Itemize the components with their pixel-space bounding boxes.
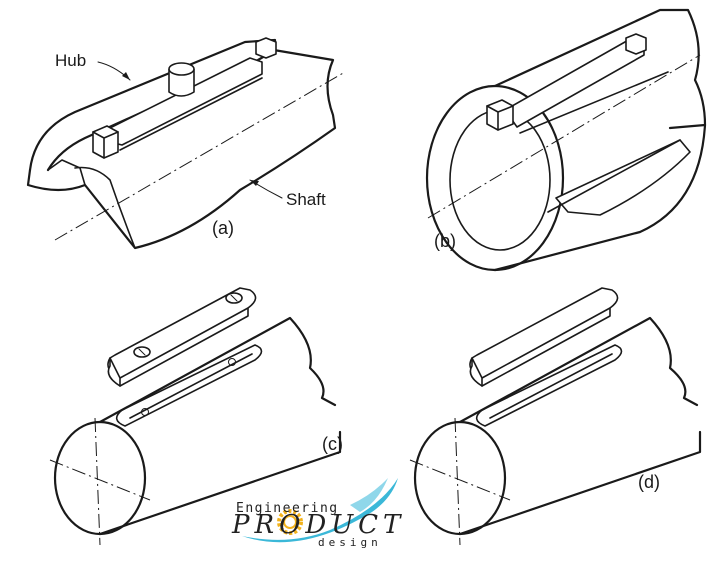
centre-line-c-v <box>94 417 101 546</box>
logo-line-1: Engineering <box>236 501 339 516</box>
centre-line-d-v <box>454 417 461 546</box>
screw-hole-back <box>228 358 236 366</box>
hub-bore <box>449 109 551 251</box>
hub-lower-section <box>555 139 691 216</box>
shaft-body-c <box>98 316 342 536</box>
caption-d: (d) <box>638 472 660 492</box>
figure-c: (c) <box>49 287 343 546</box>
shaft-label: Shaft <box>286 190 326 209</box>
keyway-d <box>475 344 623 427</box>
key-d <box>469 287 619 379</box>
figure-a: Hub Shaft (a) <box>26 37 346 250</box>
figure-d: (d) <box>409 287 702 546</box>
centre-line-c-h <box>49 459 151 501</box>
shaft-body-d <box>458 316 702 536</box>
hub-outer-shell <box>493 8 707 130</box>
keyway-upper <box>504 37 645 128</box>
hub-label: Hub <box>55 51 86 70</box>
engineering-product-design-logo: Engineering PRODUCT design <box>231 478 405 549</box>
centre-line-b <box>427 54 701 219</box>
shaft-end-face <box>74 166 136 249</box>
screw-hole-front <box>141 408 149 416</box>
gear-icon <box>277 509 303 535</box>
figure-b: (b) <box>425 8 707 272</box>
centre-line-a <box>54 71 346 241</box>
keyway-c <box>115 344 263 427</box>
centre-line-d-h <box>409 459 511 501</box>
shaft-end-c <box>53 420 147 536</box>
logo-line-3: design <box>318 536 382 549</box>
caption-b: (b) <box>434 231 456 251</box>
key-block-back <box>625 33 647 55</box>
caption-c: (c) <box>322 434 343 454</box>
key-end-back <box>255 37 277 59</box>
hub-body <box>28 38 277 172</box>
hub-edge <box>47 159 86 186</box>
swoosh-icon <box>242 478 398 543</box>
screw-icon <box>225 292 243 304</box>
pin-icon <box>168 62 195 97</box>
logo-line-2: PRODUCT <box>231 510 405 540</box>
shaft-body <box>26 46 337 250</box>
key-block-upper <box>486 99 514 131</box>
caption-a: (a) <box>212 218 234 238</box>
key-end-front <box>92 125 119 159</box>
screw-icon <box>133 346 151 358</box>
shaft-end-d <box>413 420 507 536</box>
